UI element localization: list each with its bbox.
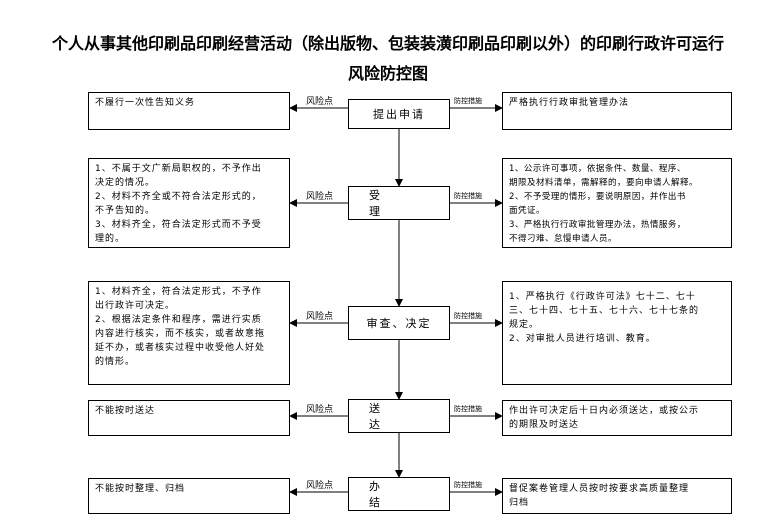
step-deliver: 送 达	[348, 399, 450, 433]
risk-label-4: 风险点	[306, 405, 334, 415]
measure-box-2: 1、公示许可事项，依据条件、数量、程序、 期限及材料清单，需解释的，要向申请人解…	[502, 158, 732, 248]
measure-label-2: 防控措施	[454, 192, 482, 200]
step-review-decide: 审查、决定	[348, 306, 450, 340]
risk-box-3: 1、材料齐全，符合法定形式，不予作 出行政许可决定。 2、根据法定条件和程序，需…	[88, 281, 290, 385]
step-complete: 办 结	[348, 477, 450, 511]
risk-label-3: 风险点	[306, 312, 334, 322]
measure-label-5: 防控措施	[454, 481, 482, 489]
risk-box-2: 1、不属于文广新局职权的，不予作出 决定的情况。 2、材料不齐全或不符合法定形式…	[88, 158, 290, 248]
step-submit-application: 提出申请	[348, 99, 450, 129]
measure-label-3: 防控措施	[454, 312, 482, 320]
measure-label-1: 防控措施	[454, 97, 482, 105]
measure-box-5: 督促案卷管理人员按时按要求高质量整理 归档	[502, 478, 732, 514]
risk-box-4: 不能按时送达	[88, 400, 290, 436]
risk-label-1: 风险点	[306, 97, 334, 107]
risk-label-2: 风险点	[306, 192, 334, 202]
measure-box-3: 1、严格执行《行政许可法》七十二、七十 三、七十四、七十五、七十六、七十七条的 …	[502, 281, 732, 385]
step-accept: 受 理	[348, 186, 450, 220]
risk-label-5: 风险点	[306, 481, 334, 491]
risk-box-1: 不履行一次性告知义务	[88, 92, 290, 130]
measure-box-4: 作出许可决定后十日内必须送达，或按公示 的期限及时送达	[502, 400, 732, 436]
risk-box-5: 不能按时整理、归档	[88, 478, 290, 514]
page-title-line1: 个人从事其他印刷品印刷经营活动（除出版物、包装装潢印刷品印刷以外）的印刷行政许可…	[51, 34, 724, 53]
measure-label-4: 防控措施	[454, 405, 482, 413]
measure-box-1: 严格执行行政审批管理办法	[502, 92, 732, 130]
page-title-line2: 风险防控图	[347, 64, 428, 83]
